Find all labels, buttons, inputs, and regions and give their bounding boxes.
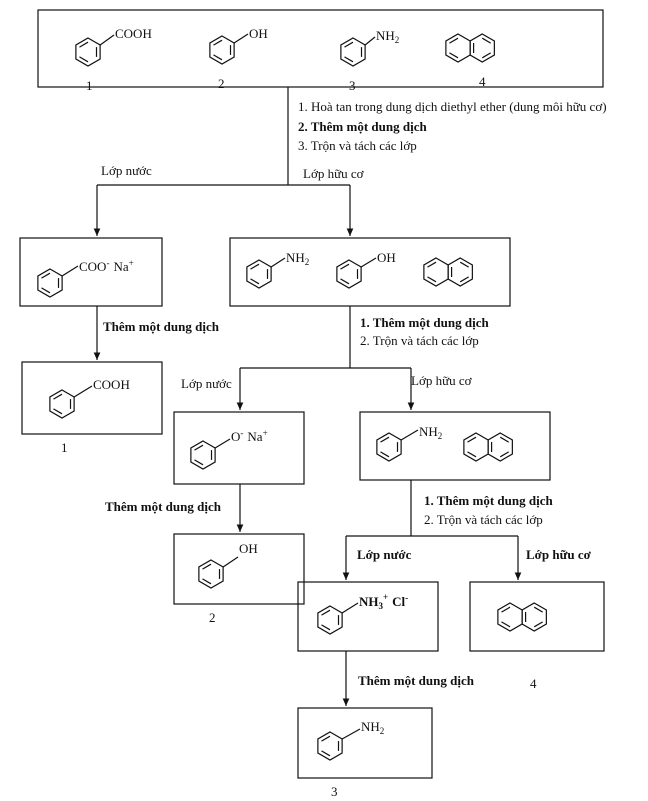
- compound-label-3: 3: [349, 78, 356, 93]
- svg-text:NH2: NH2: [361, 719, 384, 736]
- benzoic-acid-structure-product: COOH: [49, 377, 130, 419]
- split1-aqueous-label: Lớp nước: [101, 163, 152, 178]
- phenol-structure-org1: OH: [336, 250, 396, 289]
- svg-text:O-Na+: O-Na+: [231, 428, 268, 444]
- step3-line1: 1. Thêm một dung dịch: [424, 493, 553, 508]
- svg-text:NH2: NH2: [376, 28, 399, 45]
- svg-text:OH: OH: [377, 250, 396, 265]
- split3-aqueous-label: Lớp nước: [357, 547, 412, 562]
- svg-text:NH3+Cl-: NH3+Cl-: [359, 592, 408, 611]
- benzoic-acid-box: [21, 361, 163, 435]
- sodium-phenoxide-structure: O-Na+: [190, 428, 268, 470]
- sodium-benzoate-box: [19, 237, 163, 307]
- product-label-1: 1: [61, 440, 68, 455]
- compound-label-2: 2: [218, 76, 225, 91]
- basify-label: Thêm một dung dịch: [358, 673, 475, 688]
- split1-organic-label: Lớp hữu cơ: [303, 166, 365, 181]
- aniline-structure-product: NH2: [317, 719, 384, 761]
- organic-layer-box-2: [359, 411, 551, 481]
- split2-aqueous-label: Lớp nước: [181, 376, 232, 391]
- anilinium-chloride-box: [297, 581, 439, 652]
- aniline-structure-org2: NH2: [376, 424, 442, 462]
- naphthalene-box: [469, 581, 605, 652]
- product-label-2: 2: [209, 610, 216, 625]
- step2-line2: 2. Trộn và tách các lớp: [360, 333, 479, 348]
- step3-line2: 2. Trộn và tách các lớp: [424, 512, 543, 527]
- phenol-box: [173, 533, 305, 605]
- svg-text:COO-Na+: COO-Na+: [79, 258, 134, 274]
- naphthalene-structure-org1: [423, 257, 473, 287]
- aniline-structure: NH2: [340, 28, 399, 67]
- svg-text:NH2: NH2: [419, 424, 442, 441]
- step2-line1: 1. Thêm một dung dịch: [360, 315, 489, 330]
- naphthalene-structure: [445, 33, 495, 63]
- aniline-structure-org1: NH2: [246, 250, 309, 289]
- compound-label-4: 4: [479, 74, 486, 89]
- compound-label-1: 1: [86, 78, 93, 93]
- naphthalene-structure-org2: [463, 432, 513, 462]
- mixture-box: [37, 9, 604, 88]
- organic-layer-box-1: [229, 237, 511, 307]
- step1-line2: 2. Thêm một dung dịch: [298, 119, 427, 134]
- svg-text:NH2: NH2: [286, 250, 309, 267]
- benzoic-acid-structure: COOH: [75, 26, 152, 67]
- step1-line3: 3. Trộn và tách các lớp: [298, 138, 417, 153]
- phenol-structure: OH: [209, 26, 268, 65]
- step1-line1: 1. Hoà tan trong dung dịch diethyl ether…: [298, 99, 607, 114]
- svg-text:OH: OH: [249, 26, 268, 41]
- sodium-phenoxide-box: [173, 411, 305, 485]
- split2-organic-label: Lớp hữu cơ: [411, 373, 473, 388]
- aniline-box: [297, 707, 433, 779]
- acidify-label-2: Thêm một dung dịch: [105, 499, 222, 514]
- acidify-label-1: Thêm một dung dịch: [103, 319, 220, 334]
- naphthalene-structure-product: [497, 602, 547, 632]
- svg-text:OH: OH: [239, 541, 258, 556]
- phenol-structure-product: OH: [198, 541, 258, 589]
- split3-organic-label: Lớp hữu cơ: [526, 547, 592, 562]
- svg-text:COOH: COOH: [93, 377, 130, 392]
- sodium-benzoate-structure: COO-Na+: [37, 258, 134, 298]
- svg-text:COOH: COOH: [115, 26, 152, 41]
- anilinium-chloride-structure: NH3+Cl-: [317, 592, 408, 635]
- product-label-3: 3: [331, 784, 338, 799]
- product-label-4: 4: [530, 676, 537, 691]
